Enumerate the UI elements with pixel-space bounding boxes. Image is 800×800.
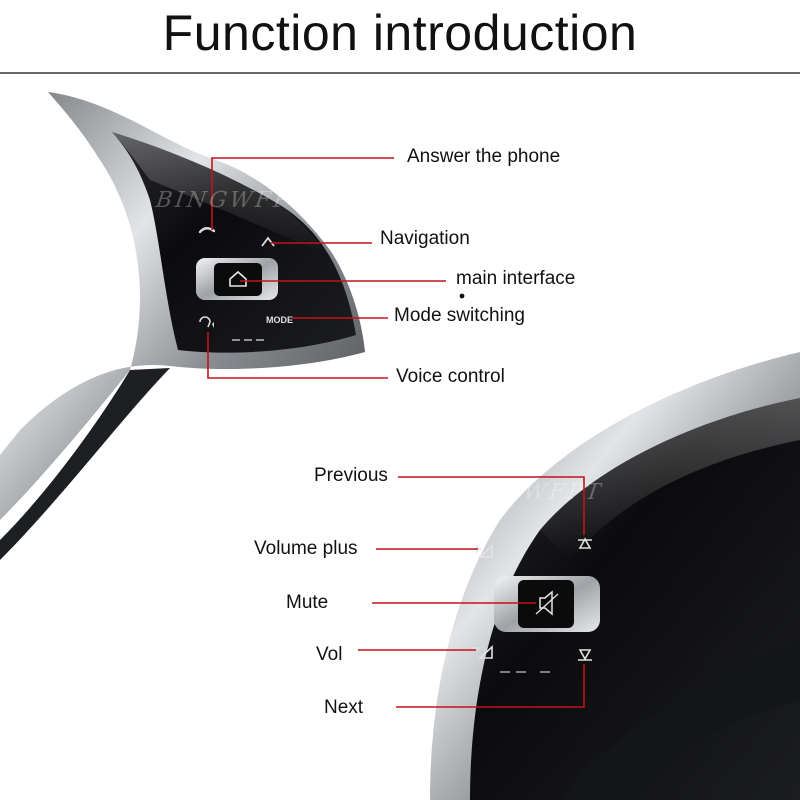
label-next: Next xyxy=(324,697,364,718)
label-previous: Previous xyxy=(314,465,388,486)
next-track-icon xyxy=(578,649,592,661)
callout-previous xyxy=(398,476,585,535)
lower-watermark: BINGWFPT xyxy=(448,480,605,505)
label-main-interface: main interface xyxy=(456,268,576,289)
voice-control-icon xyxy=(199,316,211,328)
phone-icon xyxy=(198,227,216,234)
label-answer-phone: Answer the phone xyxy=(407,146,561,167)
title-divider xyxy=(0,72,800,74)
home-icon xyxy=(229,270,247,287)
mute-icon xyxy=(539,590,553,616)
upper-spoke: MODE xyxy=(0,92,365,560)
callout-next xyxy=(396,664,585,708)
label-navigation: Navigation xyxy=(380,228,470,249)
mute-button[interactable] xyxy=(518,580,574,628)
callout-answer-phone xyxy=(211,157,394,230)
label-vol: Vol xyxy=(316,644,343,665)
label-mode-switching: Mode switching xyxy=(394,305,525,326)
label-voice-control: Voice control xyxy=(396,366,505,387)
callout-voice-control xyxy=(207,332,388,379)
page-title: Function introduction xyxy=(162,5,638,61)
label-volume-plus: Volume plus xyxy=(254,538,358,559)
mode-button-label[interactable]: MODE xyxy=(266,315,293,325)
previous-track-icon xyxy=(578,537,592,549)
label-mute: Mute xyxy=(286,592,329,613)
callout-lines xyxy=(207,157,585,708)
volume-down-icon xyxy=(477,645,493,659)
volume-up-icon xyxy=(477,544,493,558)
lower-spoke xyxy=(430,352,800,800)
upper-watermark: BINGWFPT xyxy=(154,188,311,213)
home-button[interactable] xyxy=(214,263,262,296)
